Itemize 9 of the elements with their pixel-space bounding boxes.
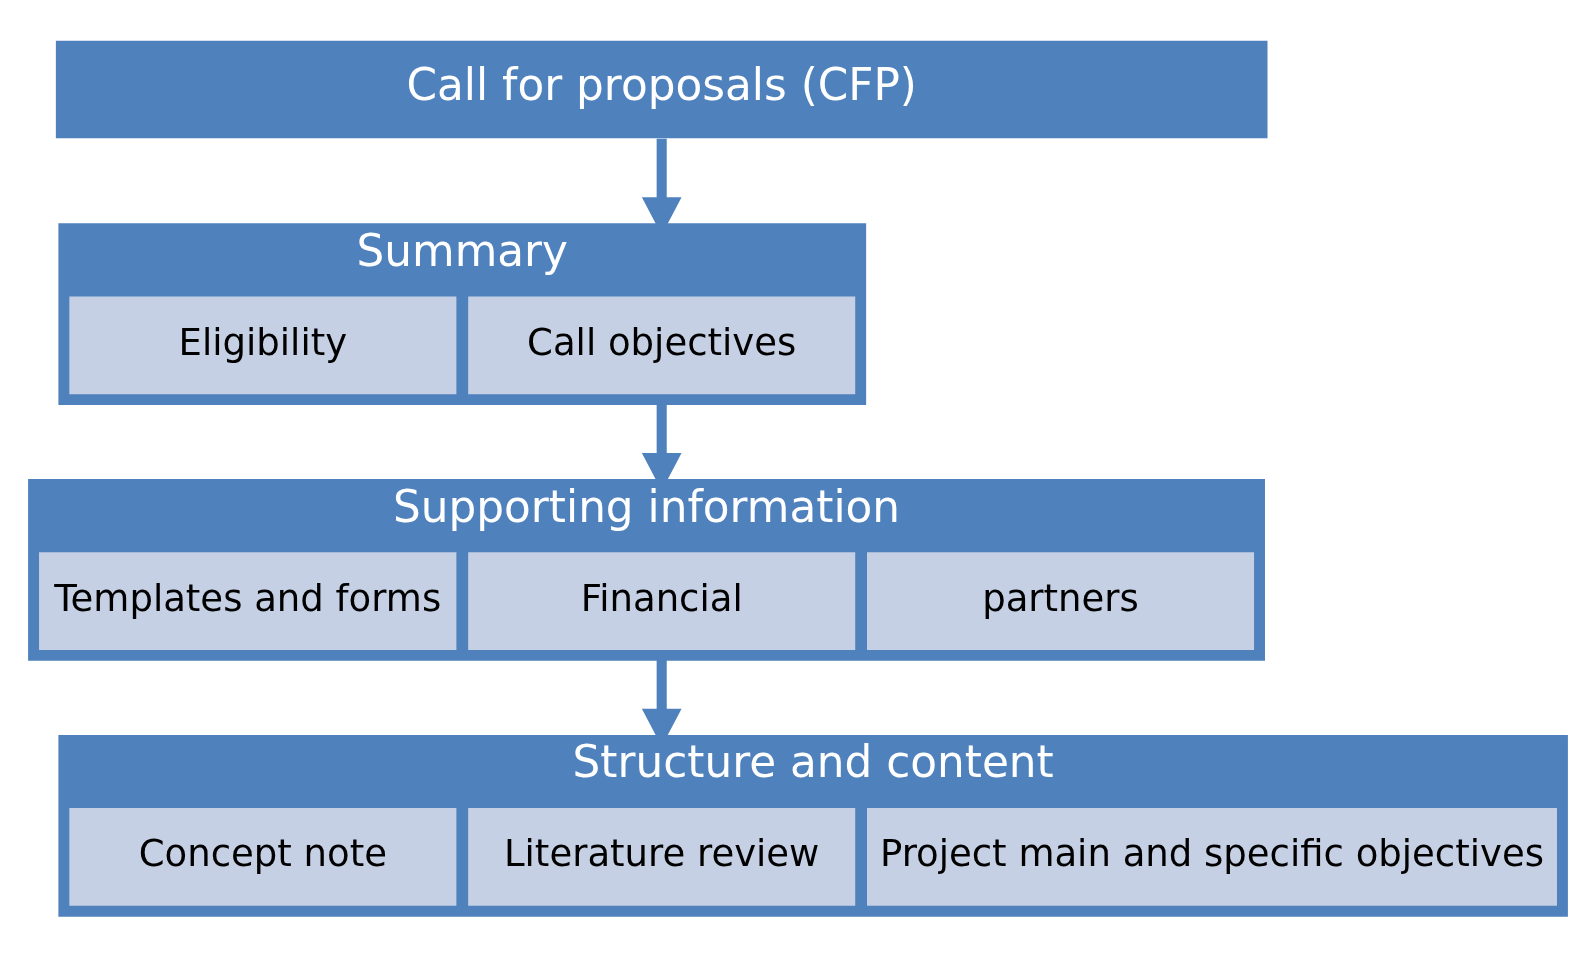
node-box: Templates and forms xyxy=(39,551,457,650)
node-box: partners xyxy=(867,551,1255,650)
node-box: Project main and specific objectives xyxy=(867,807,1557,906)
node-box: Call objectives xyxy=(468,296,856,394)
node-box: Concept note xyxy=(69,807,457,906)
node-box: Financial xyxy=(468,551,856,650)
node-box: Literature review xyxy=(468,807,856,906)
node-box: Eligibility xyxy=(69,296,457,394)
node-box: Call for proposals (CFP) xyxy=(55,40,1268,138)
